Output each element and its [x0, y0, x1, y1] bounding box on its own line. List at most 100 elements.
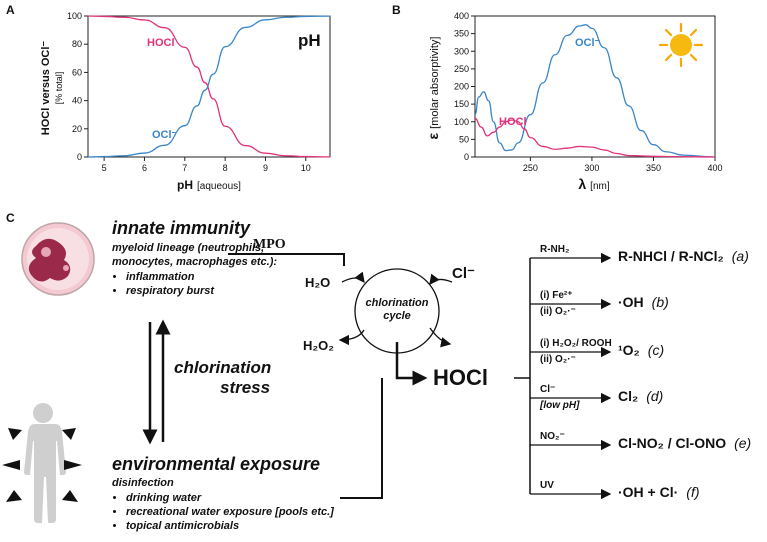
chart-b-ylabel: ε [molar absorptivity]	[425, 37, 441, 140]
chart-a-xtick-label: 6	[142, 163, 147, 173]
reaction-product: ¹O₂ (c)	[618, 342, 664, 358]
chart-b-xlabel-unit: [nm]	[590, 181, 610, 192]
h2o-label: H₂O	[305, 275, 331, 290]
reaction-reagent: NO₂⁻	[540, 431, 565, 442]
chart-b-ytick-label: 0	[464, 152, 469, 162]
reaction-product: Cl-NO₂ / Cl-ONO (e)	[618, 435, 751, 451]
chart-a-ytick-label: 40	[72, 96, 82, 106]
chart-a-hocl-label: HOCl	[147, 37, 175, 49]
reaction-product-text: Cl-NO₂ / Cl-ONO	[618, 435, 727, 451]
chart-b-ytick-label: 200	[454, 82, 469, 92]
chart-b-ytick-label: 350	[454, 29, 469, 39]
chart-b-xlabel-main: λ	[578, 176, 586, 192]
reaction-tag: (a)	[731, 248, 749, 264]
env-to-hocl-line	[340, 378, 383, 499]
reaction-reagent-2: (ii) O₂·⁻	[540, 306, 576, 317]
chart-b-ytick-label: 50	[459, 134, 469, 144]
panel-label-a: A	[6, 3, 15, 17]
chart-b-hocl-label: HOCl	[499, 116, 527, 128]
innate-item: respiratory burst	[126, 284, 214, 298]
env-list: drinking water recreational water exposu…	[108, 491, 334, 533]
env-subtitle: disinfection	[112, 477, 174, 489]
chart-a-xtick-label: 7	[182, 163, 187, 173]
chart-b-ylabel-unit: [molar absorptivity]	[429, 37, 441, 129]
chart-a-ytick-label: 60	[72, 67, 82, 77]
env-item: drinking water	[126, 491, 334, 505]
reaction-tag: (d)	[646, 388, 664, 404]
env-item: recreational water exposure [pools etc.]	[126, 505, 334, 519]
chart-a-xtick-label: 9	[263, 163, 268, 173]
panel-label-b: B	[392, 3, 401, 17]
chart-a-ylabel-unit: [% total]	[54, 72, 64, 105]
chart-b-ocl-label: OCl⁻	[575, 37, 601, 49]
chart-a-ytick-label: 80	[72, 39, 82, 49]
cycle-label: chlorination cycle	[365, 297, 429, 323]
cycle-label-2: cycle	[383, 310, 411, 322]
person-icon	[24, 403, 66, 523]
chart-a-frame	[87, 15, 331, 158]
innate-subtitle: myeloid lineage (neutrophils, monocytes,…	[112, 241, 312, 269]
chart-a-series-line	[87, 15, 331, 158]
env-title: environmental exposure	[112, 454, 321, 474]
chart-b-ytick-label: 150	[454, 99, 469, 109]
chart-b-xtick-label: 300	[584, 163, 599, 173]
reaction-tag: (f)	[686, 484, 700, 500]
chart-b-ytick-label: 400	[454, 11, 469, 21]
chart-a-big-label: pH	[298, 31, 321, 50]
chart-a-xlabel-main: pH	[177, 178, 193, 192]
chart-b-ytick-label: 100	[454, 117, 469, 127]
innate-list: inflammation respiratory burst	[108, 270, 214, 298]
chart-b-ylabel-main: ε	[425, 132, 441, 139]
reaction-reagent-2: (ii) O₂·⁻	[540, 354, 576, 365]
panel-label-c: C	[6, 211, 15, 225]
cycle-label-1: chlorination	[365, 297, 429, 309]
reaction-product-text: ·OH + Cl·	[618, 484, 679, 500]
reaction-reagent: (i) H₂O₂/ ROOH	[540, 338, 612, 349]
reaction-tag: (e)	[734, 435, 752, 451]
reaction-reagent: (i) Fe²⁺	[540, 290, 573, 301]
reaction-product-text: ·OH	[618, 294, 644, 310]
reaction-product: Cl₂ (d)	[618, 388, 663, 404]
sun-icon	[658, 22, 704, 68]
stress-label-1: chlorination	[174, 358, 272, 377]
cell-icon	[21, 222, 95, 296]
cycle-to-hocl-line	[395, 342, 428, 386]
chart-a-xtick-label: 5	[102, 163, 107, 173]
chart-a-xlabel-unit: [aqueous]	[197, 181, 241, 192]
chart-a-ylabel: HOCl versus OCl⁻	[40, 41, 52, 136]
hocl-label: HOCl	[433, 365, 488, 390]
reaction-product: ·OH (b)	[618, 294, 669, 310]
chart-b-xtick-label: 400	[707, 163, 722, 173]
innate-item: inflammation	[126, 270, 214, 284]
stress-label-2: stress	[220, 378, 271, 397]
chart-a-xlabel: pH [aqueous]	[177, 178, 241, 192]
cl-minus-label: Cl⁻	[452, 265, 475, 282]
chart-b-xlabel: λ [nm]	[578, 176, 609, 192]
chart-b-series-line	[474, 117, 716, 158]
chart-b-series-line	[474, 24, 716, 158]
chart-a-series-line	[87, 15, 331, 158]
chart-b-xtick-label: 250	[523, 163, 538, 173]
reaction-reagent: R-NH₂	[540, 244, 570, 255]
reaction-reagent: Cl⁻	[540, 384, 556, 395]
innate-subtitle-text: myeloid lineage (neutrophils, monocytes,…	[112, 242, 278, 268]
innate-title: innate immunity	[112, 218, 251, 238]
chart-a-xtick-label: 10	[301, 163, 311, 173]
reaction-tag: (c)	[647, 342, 665, 358]
chart-a-xtick-label: 8	[223, 163, 228, 173]
reaction-reagent-2: [low pH]	[540, 400, 580, 411]
reaction-product-text: Cl₂	[618, 388, 639, 404]
reaction-product-text: ¹O₂	[618, 342, 640, 358]
reaction-tag: (b)	[651, 294, 669, 310]
chart-a-ytick-label: 0	[77, 152, 82, 162]
radiation-rays	[2, 428, 82, 502]
chart-b-ytick-label: 250	[454, 64, 469, 74]
reaction-product-text: R-NHCl / R-NCl₂	[618, 248, 724, 264]
h2o2-label: H₂O₂	[303, 338, 335, 353]
chart-a-ytick-label: 100	[67, 11, 82, 21]
chart-b-xtick-label: 350	[646, 163, 661, 173]
chart-a-ocl-label: OCl⁻	[152, 129, 178, 141]
